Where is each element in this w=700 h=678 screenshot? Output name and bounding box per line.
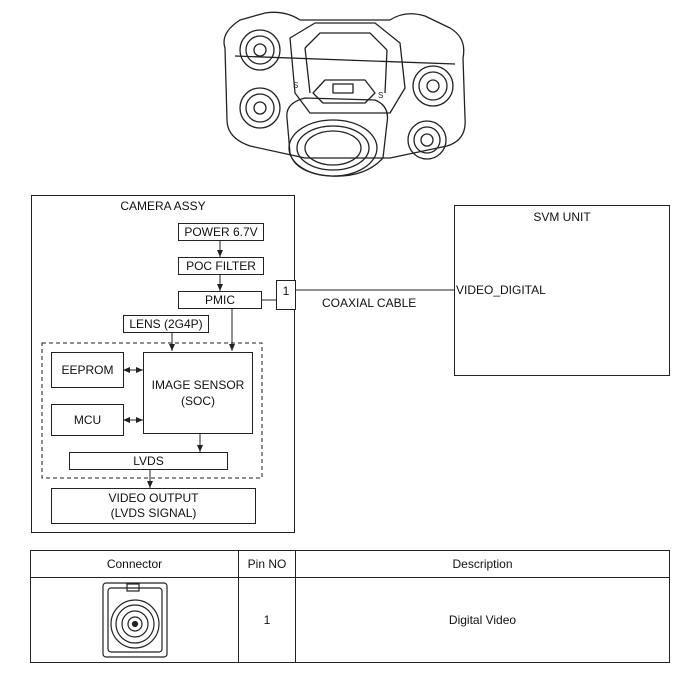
svm-unit-title: SVM UNIT <box>533 210 591 224</box>
table-header-row: Connector Pin NO Description <box>30 550 670 578</box>
lens-block: LENS (2G4P) <box>123 315 209 333</box>
image-sensor-label: IMAGE SENSOR <box>151 378 245 392</box>
video-output-label: VIDEO OUTPUT <box>108 491 199 505</box>
poc-filter-block: POC FILTER <box>178 257 264 275</box>
connector-cell <box>30 577 239 663</box>
camera-assy-title: CAMERA ASSY <box>120 199 206 213</box>
image-sensor-sublabel: (SOC) <box>181 394 215 408</box>
svg-text:S: S <box>378 91 383 100</box>
lvds-block: LVDS <box>69 452 228 470</box>
pin-description-cell: Digital Video <box>295 577 670 663</box>
coaxial-connector-icon <box>101 582 168 658</box>
pmic-block: PMIC <box>178 291 262 309</box>
table-row: 1 Digital Video <box>30 577 670 663</box>
column-header-description: Description <box>295 550 670 578</box>
eeprom-block: EEPROM <box>51 352 124 388</box>
video-digital-port: VIDEO_DIGITAL <box>456 283 546 297</box>
camera-illustration: S S <box>223 11 466 177</box>
pin-1-box: 1 <box>276 280 296 310</box>
svm-unit-box <box>454 205 670 376</box>
column-header-connector: Connector <box>30 550 239 578</box>
coaxial-cable-label: COAXIAL CABLE <box>322 296 417 310</box>
video-output-block: VIDEO OUTPUT (LVDS SIGNAL) <box>51 488 256 524</box>
video-output-sublabel: (LVDS SIGNAL) <box>110 506 197 520</box>
svg-text:S: S <box>293 81 298 90</box>
column-header-pin-no: Pin NO <box>238 550 296 578</box>
image-sensor-block: IMAGE SENSOR (SOC) <box>143 352 253 434</box>
connector-pin-table: Connector Pin NO Description 1 Digital V… <box>30 550 670 663</box>
mcu-block: MCU <box>51 404 124 436</box>
power-block: POWER 6.7V <box>178 223 264 241</box>
camera-assy-box <box>31 195 295 533</box>
pin-number-cell: 1 <box>238 577 296 663</box>
